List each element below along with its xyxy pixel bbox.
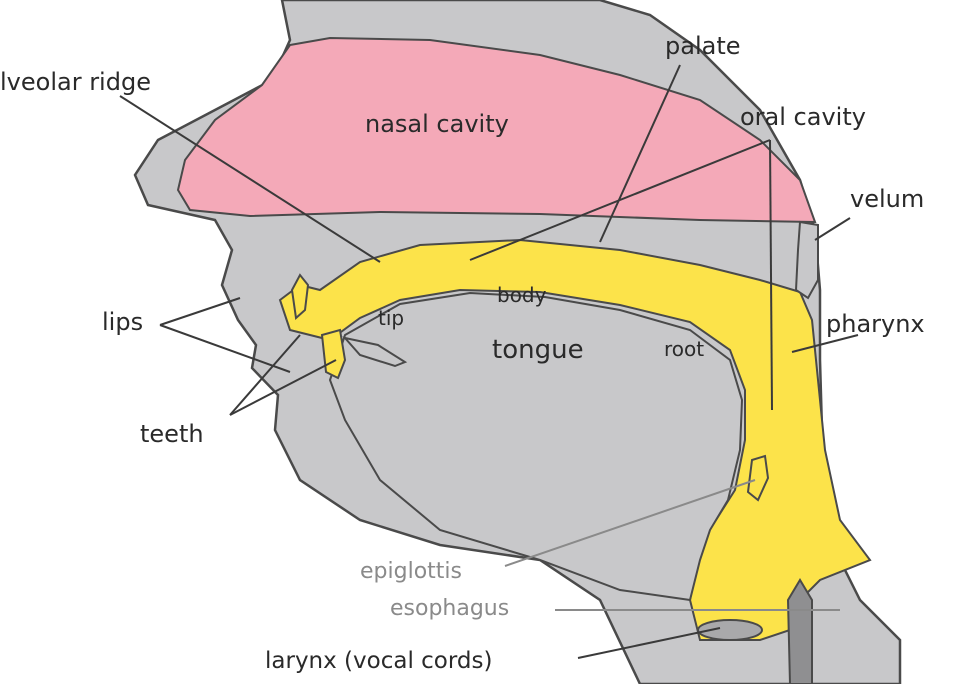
velum-shape <box>794 220 819 300</box>
label-oral-cavity: oral cavity <box>740 103 866 131</box>
label-nasal-cavity: nasal cavity <box>365 110 509 138</box>
tongue-tip <box>342 336 408 368</box>
label-body: body <box>497 283 547 307</box>
tongue-shape <box>328 291 744 602</box>
label-pharynx: pharynx <box>826 310 925 338</box>
label-alveolar-ridge: lveolar ridge <box>0 68 151 96</box>
epiglottis-shape <box>746 454 770 502</box>
label-tongue: tongue <box>492 335 584 365</box>
label-epiglottis: epiglottis <box>360 559 462 584</box>
label-tip: tip <box>378 306 404 330</box>
nasal-cavity-region <box>176 36 817 224</box>
label-esophagus: esophagus <box>390 596 509 621</box>
upper-tooth <box>290 273 310 320</box>
label-lips: lips <box>102 308 143 336</box>
oral-airway-region <box>278 238 872 641</box>
label-teeth: teeth <box>140 420 204 448</box>
lower-tooth <box>320 328 347 380</box>
label-larynx: larynx (vocal cords) <box>265 648 492 674</box>
label-velum: velum <box>850 185 924 213</box>
leader-lines <box>119 64 859 659</box>
esophagus-shape <box>786 578 813 684</box>
label-root: root <box>664 337 704 361</box>
label-palate: palate <box>665 32 741 60</box>
larynx-opening <box>697 619 763 641</box>
